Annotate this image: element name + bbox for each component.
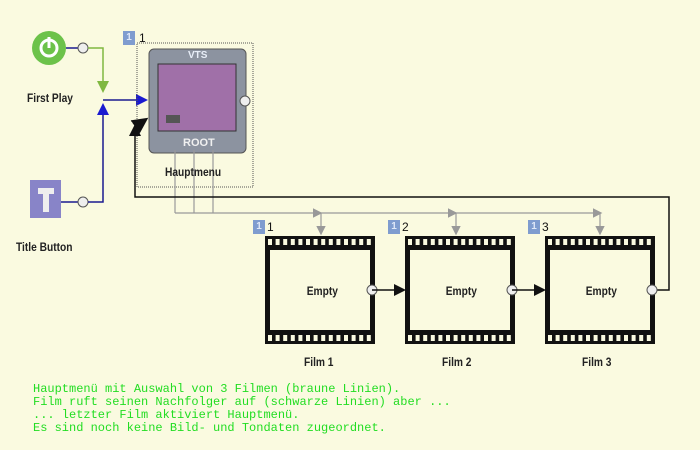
first-play-node[interactable]	[32, 31, 66, 65]
film-3-content: Empty	[585, 284, 617, 298]
note-line: ... letzter Film aktiviert Hauptmenü.	[33, 408, 300, 422]
menu-label: Hauptmenu	[165, 165, 222, 179]
output-port[interactable]	[239, 95, 251, 107]
film-3-index: 3	[542, 220, 549, 234]
output-port[interactable]	[77, 196, 89, 208]
film-3-label: Film 3	[582, 355, 612, 369]
menu-bottom-label: ROOT	[183, 137, 215, 149]
menu-frame	[136, 42, 254, 188]
film-node-3[interactable]	[545, 236, 658, 344]
output-port[interactable]	[77, 42, 89, 54]
title-button-node[interactable]	[30, 180, 61, 218]
film-2-content: Empty	[445, 284, 477, 298]
film-1-badge: 1	[253, 220, 265, 234]
film-2-label: Film 2	[442, 355, 472, 369]
title-link	[88, 103, 109, 203]
film-2-index: 2	[402, 220, 409, 234]
film-2-badge: 1	[388, 220, 400, 234]
description-notes: Hauptmenü mit Auswahl von 3 Filmen (brau…	[33, 370, 451, 448]
menu-index: 1	[139, 31, 146, 45]
film-node-2[interactable]	[405, 236, 518, 344]
return-link	[129, 124, 670, 291]
film-1-content: Empty	[306, 284, 338, 298]
main-menu-node[interactable]	[148, 48, 247, 154]
first-play-label: First Play	[27, 91, 73, 105]
output-port[interactable]	[646, 284, 658, 296]
menu-badge: 1	[123, 31, 135, 45]
first-play-link	[88, 47, 109, 93]
note-line: Hauptmenü mit Auswahl von 3 Filmen (brau…	[33, 382, 401, 396]
menu-selection-links	[174, 150, 605, 236]
menu-top-label: VTS	[188, 50, 208, 61]
note-line: Film ruft seinen Nachfolger auf (schwarz…	[33, 395, 451, 409]
title-button-label: Title Button	[16, 240, 73, 254]
film-1-label: Film 1	[304, 355, 334, 369]
film-node-1[interactable]	[265, 236, 378, 344]
film-1-index: 1	[267, 220, 274, 234]
film-3-badge: 1	[528, 220, 540, 234]
note-line: Es sind noch keine Bild- und Tondaten zu…	[33, 421, 386, 435]
